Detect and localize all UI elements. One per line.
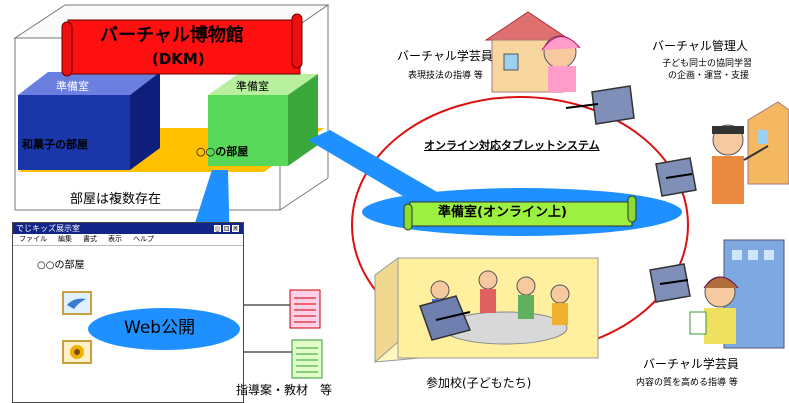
web-publish-label: Web公開 [124,318,196,338]
tablet-icon-school [419,295,472,341]
tablet-system-label: オンライン対応タブレットシステム [424,139,600,152]
online-beam [308,130,444,212]
curator-top-title: バーチャル学芸員 [397,49,493,63]
window-title: でじキッズ展示室 [16,224,80,233]
curator-bottom-title: バーチャル学芸員 [643,357,739,371]
maximize-icon[interactable]: □ [223,225,230,232]
menu-view[interactable]: 表示 [108,235,122,243]
menu-file[interactable]: ファイル [19,235,47,243]
window-menubar: ファイル 編集 書式 表示 ヘルプ [13,234,243,246]
curator-top-illustration [484,11,581,93]
tablet-icon-bottom-right [649,263,691,303]
material-sheet-green [291,339,323,379]
tablet-icon-top-center [565,85,635,125]
curator-bottom-desc: 内容の質を高める指導 等 [636,378,738,388]
window-room-label: ○○の部屋 [37,260,85,271]
prep-room-left-cube [18,72,160,170]
manager-desc-line1: 子ども同士の協同学習 [662,59,753,69]
bird-thumbnail[interactable] [62,291,92,315]
flower-thumbnail[interactable] [62,340,92,364]
close-icon[interactable]: × [232,225,239,232]
online-room-label: 準備室(オンライン上) [438,205,567,220]
menu-help[interactable]: ヘルプ [133,235,154,243]
museum-banner [61,13,303,77]
web-publish-ellipse [88,308,240,350]
material-sheet-pink [289,289,321,329]
rooms-caption: 部屋は複数存在 [70,192,162,207]
school-label: 参加校(子どもたち) [426,376,532,390]
prep-room-right-cube [208,74,318,166]
manager-desc-line2: の企画・運営・支援 [668,71,750,81]
menu-format[interactable]: 書式 [83,235,97,243]
manager-illustration [712,101,789,204]
online-scroll [403,195,637,231]
window-titlebar: でじキッズ展示室 _ □ × [13,223,243,234]
museum-title: バーチャル博物館 [100,25,244,46]
prep-room-left-label: 準備室 [56,80,89,93]
curator-top-desc: 表現技法の指導 等 [408,71,483,81]
museum-abbr: (DKM) [152,50,205,68]
room-circle-label: ○○の部屋 [196,145,249,158]
menu-edit[interactable]: 編集 [58,235,72,243]
prep-room-right-label: 準備室 [236,80,269,93]
curator-bottom-illustration [689,239,785,349]
materials-label: 指導案・教材 等 [236,383,333,397]
tablet-icon-right [655,157,697,197]
room-wagashi-label: 和菓子の部屋 [22,138,88,151]
manager-title: バーチャル管理人 [652,39,748,53]
minimize-icon[interactable]: _ [214,225,221,232]
